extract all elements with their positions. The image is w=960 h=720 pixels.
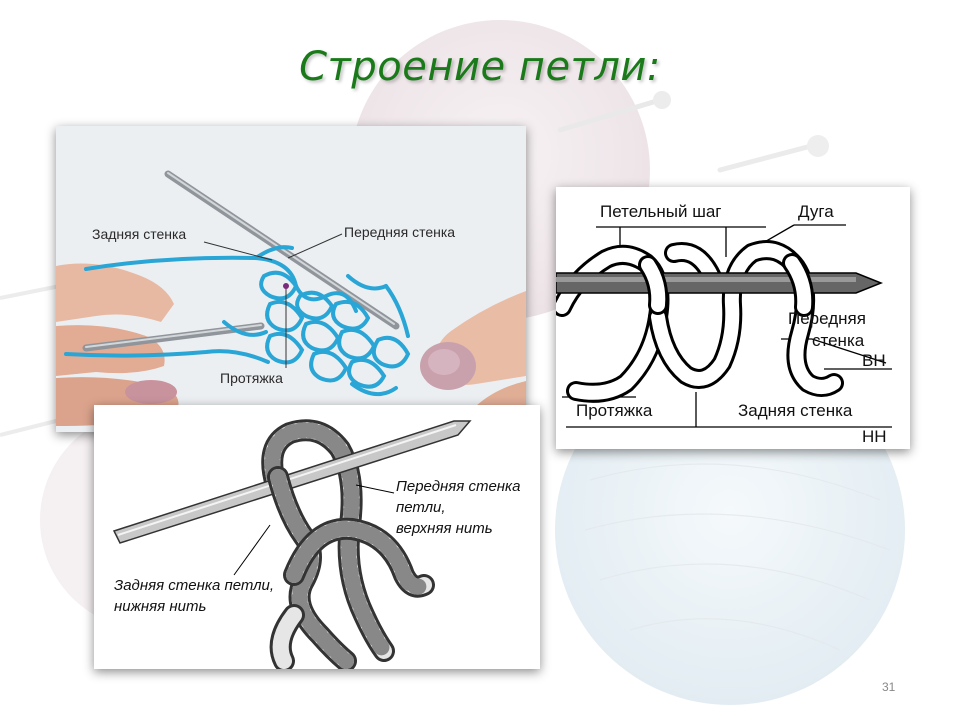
page-number: 31 (882, 680, 896, 694)
label-back-wall-line1: Задняя стенка петли, (114, 577, 275, 594)
label-upper-thread: ВН (862, 351, 886, 370)
knitting-photo-panel: Задняя стенка Передняя стенка Протяжка (56, 126, 526, 432)
label-front-wall: Передняя стенка (344, 224, 456, 240)
label-stretch: Протяжка (576, 401, 653, 420)
knitting-photo-illustration (56, 126, 526, 432)
label-back-wall: Задняя стенка (738, 401, 853, 420)
label-arc: Дуга (798, 202, 834, 221)
label-front-wall-line2: петли, (396, 499, 446, 516)
label-front-wall-line3: верхняя нить (396, 520, 493, 537)
label-lower-thread: НН (862, 427, 887, 446)
label-loop-step: Петельный шаг (600, 202, 722, 221)
loop-walls-drawing (94, 405, 540, 669)
loop-structure-diagram: Петельный шаг Дуга Передняя стенка ВН Пр… (556, 187, 910, 449)
loop-walls-diagram: Передняя стенка петли, верхняя нить Задн… (94, 405, 540, 669)
loop-structure-drawing (556, 187, 910, 449)
label-front-wall-line1: Передняя (788, 309, 866, 328)
label-back-wall: Задняя стенка (92, 226, 187, 242)
label-back-wall-line2: нижняя нить (114, 598, 207, 615)
label-stretch: Протяжка (220, 370, 283, 386)
slide-title: Строение петли: (299, 44, 661, 90)
label-front-wall-line1: Передняя стенка (396, 478, 521, 495)
label-front-wall-line2: стенка (812, 331, 865, 350)
